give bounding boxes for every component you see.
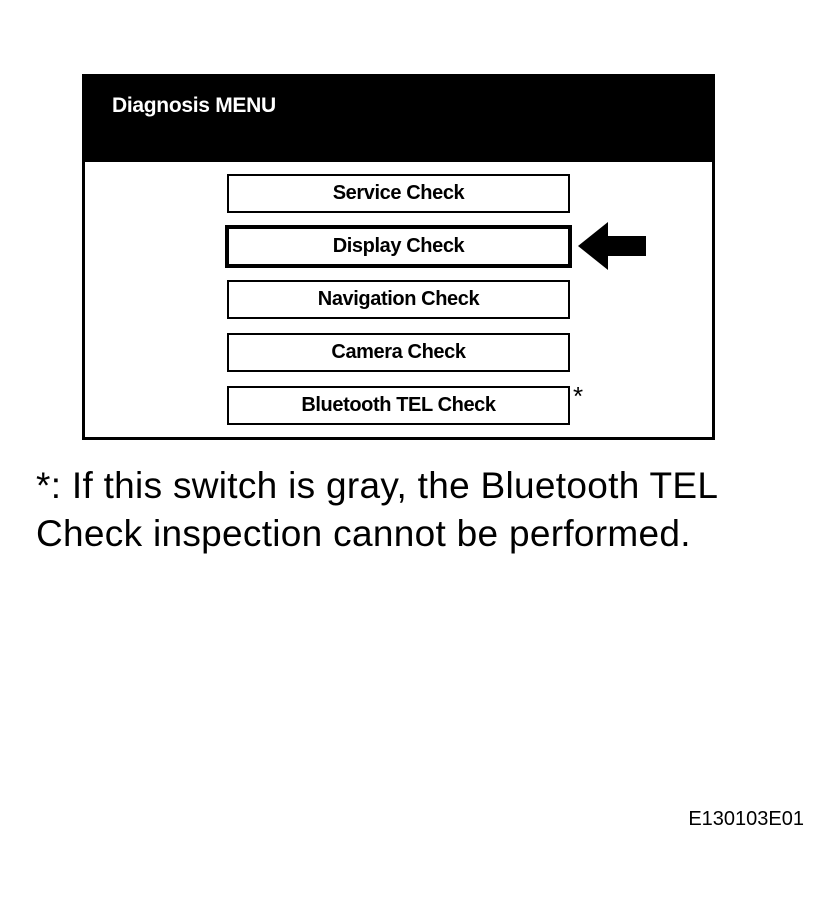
navigation-check-button[interactable]: Navigation Check: [227, 280, 570, 319]
figure-code: E130103E01: [688, 808, 804, 830]
footnote-asterisk: *: [573, 381, 584, 411]
service-check-button[interactable]: Service Check: [227, 174, 570, 213]
arrow-left-icon: [578, 222, 646, 270]
diagnosis-menu-screen: Diagnosis MENU Service Check Display Che…: [82, 74, 715, 440]
bluetooth-tel-check-button[interactable]: Bluetooth TEL Check: [227, 386, 570, 425]
title-bar: Diagnosis MENU: [85, 77, 712, 162]
footnote-line-2: Check inspection cannot be performed.: [36, 513, 691, 554]
display-check-button[interactable]: Display Check: [225, 225, 572, 268]
screen-title: Diagnosis MENU: [112, 94, 276, 117]
camera-check-button[interactable]: Camera Check: [227, 333, 570, 372]
footnote-text: *: If this switch is gray, the Bluetooth…: [36, 462, 826, 558]
footnote-line-1: *: If this switch is gray, the Bluetooth…: [36, 465, 719, 506]
